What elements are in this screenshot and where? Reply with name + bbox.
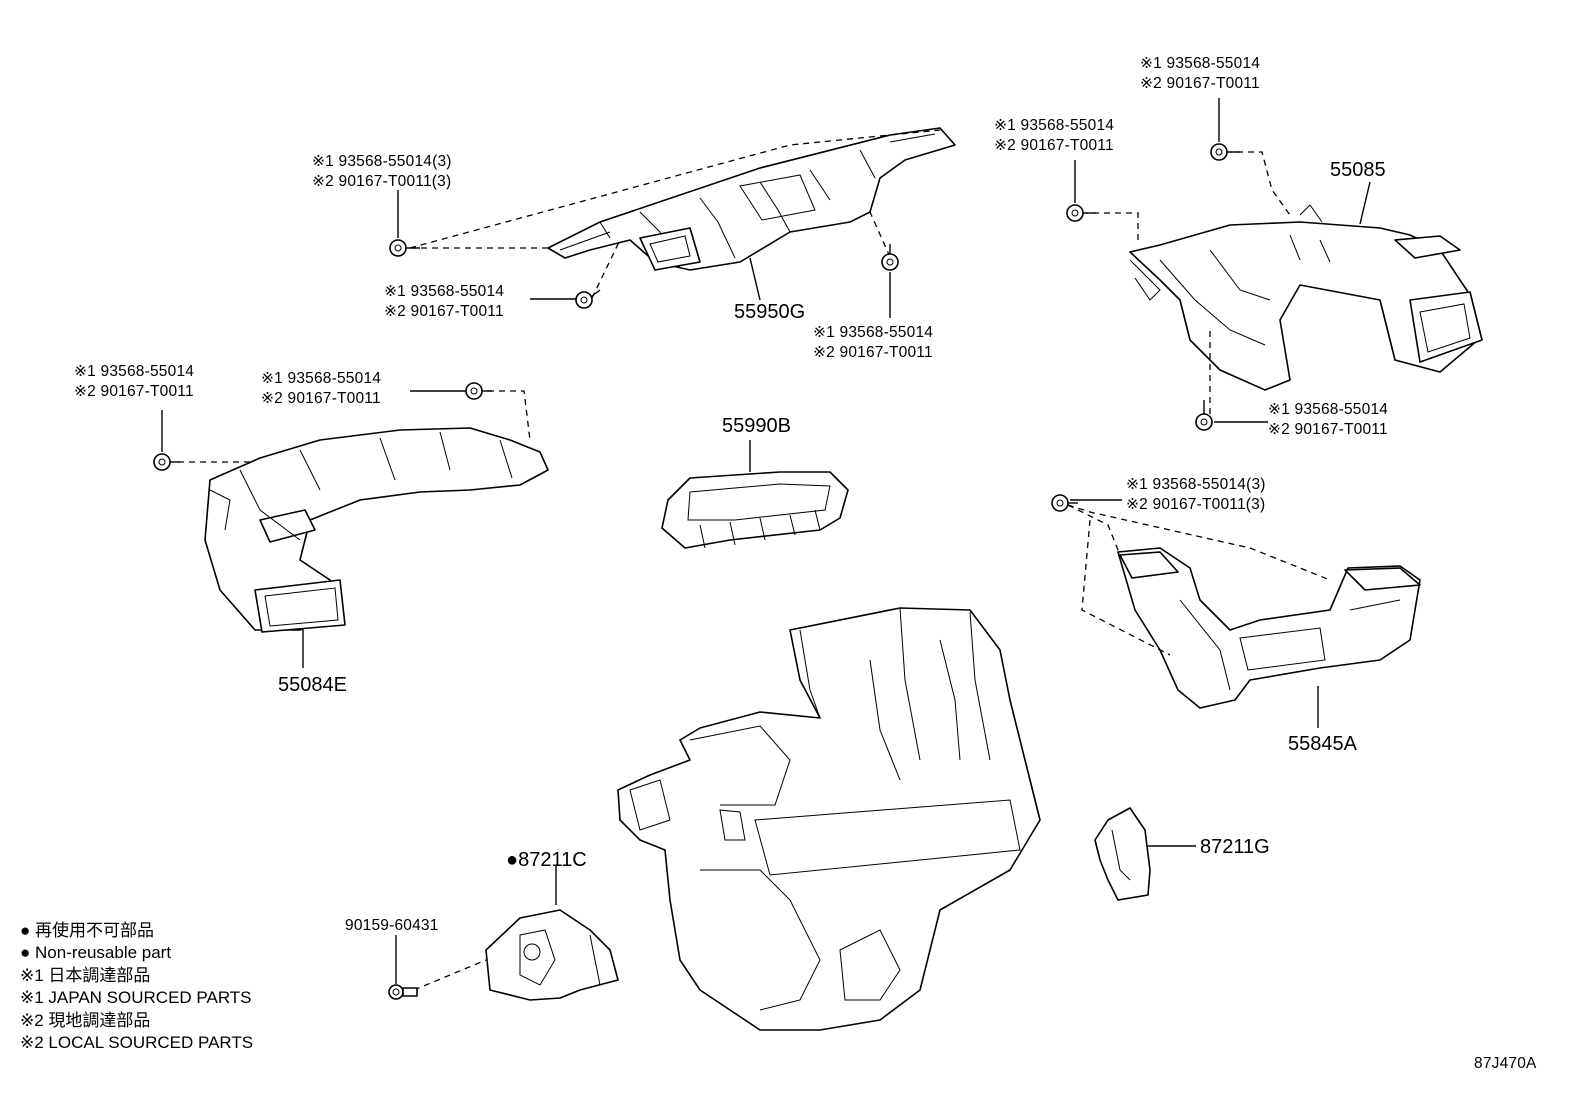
legend: ● 再使用不可部品 ● Non-reusable part ※1 日本調達部品 … xyxy=(20,920,253,1052)
fastener-label: ※2 90167-T0011 xyxy=(261,390,381,407)
cover-87211g-drawing xyxy=(1094,807,1151,901)
bolt-icon xyxy=(1195,400,1213,431)
grille-55990b-drawing xyxy=(661,471,849,549)
legend-item: ※1 日本調達部品 xyxy=(20,966,150,985)
bolt-icon xyxy=(153,453,180,471)
legend-item: ※2 LOCAL SOURCED PARTS xyxy=(20,1033,253,1052)
fastener-label: ※1 93568-55014 xyxy=(384,283,504,300)
duct-55950g-drawing xyxy=(547,127,956,271)
fastener-label: ※1 93568-55014 xyxy=(261,370,381,387)
fastener-label: ※2 90167-T0011 xyxy=(813,344,933,361)
fastener-label: ※1 93568-55014 xyxy=(74,363,194,380)
fastener-label: ※1 93568-55014(3) xyxy=(1126,476,1266,493)
legend-item: ● 再使用不可部品 xyxy=(20,920,154,940)
fastener-label: ※1 93568-55014 xyxy=(994,117,1114,134)
bolt-icon xyxy=(575,289,601,309)
cover-87211c-drawing xyxy=(485,909,619,1001)
part-number-90159-60431: 90159-60431 xyxy=(345,917,439,934)
legend-item: ● Non-reusable part xyxy=(20,943,171,962)
bolt-icon xyxy=(465,382,492,400)
fastener-label: ※2 90167-T0011 xyxy=(384,303,504,320)
fastener-label: ※2 90167-T0011 xyxy=(1268,421,1388,438)
part-number-55085: 55085 xyxy=(1330,159,1386,181)
bolt-icon xyxy=(1066,204,1096,222)
fastener-label: ※2 90167-T0011 xyxy=(994,137,1114,154)
bolt-icon xyxy=(881,244,899,271)
bolt-icon xyxy=(389,239,420,257)
part-number-55990b: 55990B xyxy=(722,415,791,437)
bolt-icon xyxy=(1210,143,1240,161)
part-number-87211c: ●87211C xyxy=(506,849,587,871)
duct-55085-drawing xyxy=(1129,204,1483,391)
part-number-55845a: 55845A xyxy=(1288,733,1358,755)
fastener-label: ※1 93568-55014(3) xyxy=(312,153,452,170)
legend-item: ※1 JAPAN SOURCED PARTS xyxy=(20,988,252,1007)
hvac-unit-drawing xyxy=(617,607,1041,1031)
fastener-label: ※2 90167-T0011(3) xyxy=(1126,496,1265,513)
part-number-87211g: 87211G xyxy=(1200,836,1270,858)
screw-icon xyxy=(388,984,418,1000)
fastener-label: ※1 93568-55014 xyxy=(813,324,933,341)
fastener-label: ※1 93568-55014 xyxy=(1268,401,1388,418)
duct-55845a-drawing xyxy=(1117,547,1421,709)
bolt-icon xyxy=(1051,494,1078,512)
duct-55084e-drawing xyxy=(204,427,549,633)
fastener-label: ※2 90167-T0011 xyxy=(74,383,194,400)
fastener-label: ※2 90167-T0011 xyxy=(1140,75,1260,92)
part-number-55084e: 55084E xyxy=(278,674,347,696)
fastener-label: ※1 93568-55014 xyxy=(1140,55,1260,72)
diagram-code: 87J470A xyxy=(1474,1055,1537,1072)
legend-item: ※2 現地調達部品 xyxy=(20,1011,150,1030)
part-number-55950g: 55950G xyxy=(734,301,805,323)
fastener-label: ※2 90167-T0011(3) xyxy=(312,173,451,190)
